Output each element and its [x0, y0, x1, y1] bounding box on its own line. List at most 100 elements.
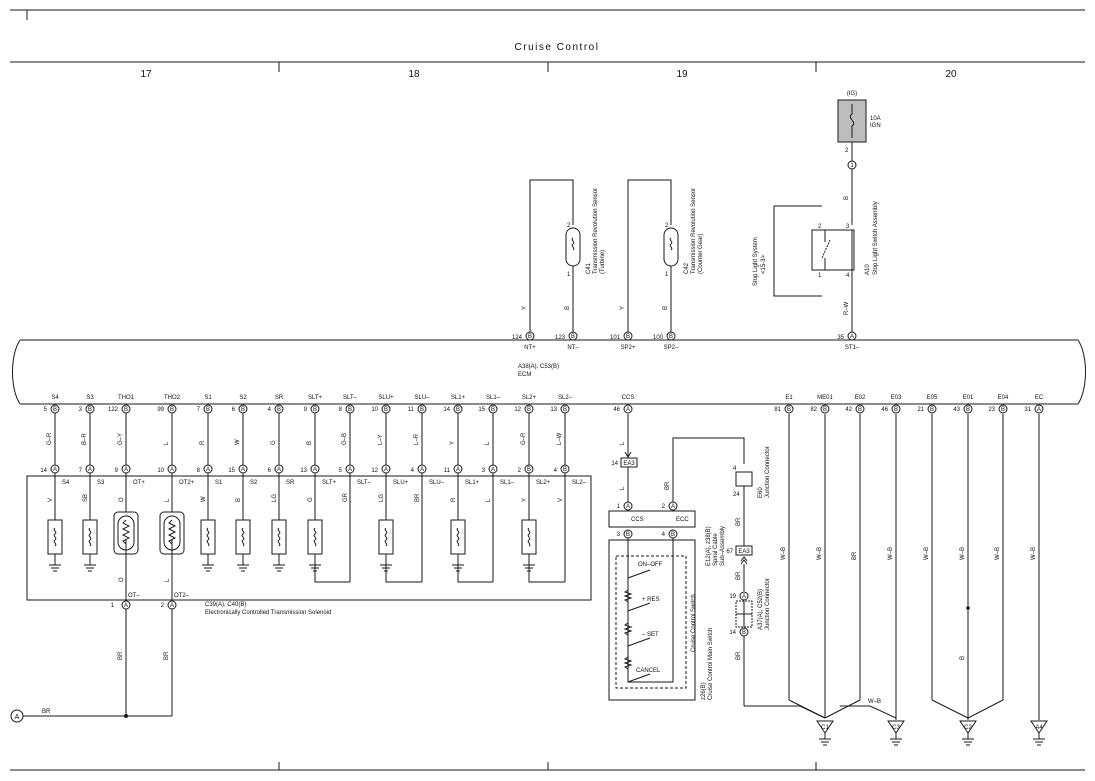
svg-text:A: A [124, 467, 128, 473]
solenoid-name: Electronically Controlled Transmission S… [205, 610, 331, 616]
svg-text:CANCEL: CANCEL [636, 668, 661, 674]
svg-text:GR: GR [343, 492, 349, 502]
ecm-pin-sp2-minus: 100 B SP2– [653, 331, 679, 351]
svg-text:4: 4 [554, 468, 558, 474]
svg-text:BR: BR [736, 651, 742, 660]
svg-text:31: 31 [1024, 407, 1031, 413]
svg-text:NT–: NT– [567, 345, 579, 351]
svg-text:2: 2 [518, 468, 522, 474]
svg-text:SLU+: SLU+ [393, 480, 409, 486]
svg-text:SLT–: SLT– [357, 480, 372, 486]
svg-text:A: A [491, 467, 495, 473]
svg-text:EA3: EA3 [623, 461, 635, 467]
ecm-pin-st1-minus: 35 A ST1– [837, 331, 860, 351]
svg-text:A: A [241, 467, 245, 473]
svg-text:OT2–: OT2– [174, 593, 190, 599]
page-title: Cruise Control [515, 42, 600, 53]
svg-text:SLT+: SLT+ [308, 395, 323, 401]
svg-text:W–B: W–B [888, 547, 894, 560]
svg-text:Transmission Revolution Sensor: Transmission Revolution Sensor [691, 188, 697, 274]
svg-text:SL1–: SL1– [500, 480, 515, 486]
svg-text:E02: E02 [855, 395, 866, 401]
linear-solenoid-1 [378, 519, 422, 583]
svg-text:3: 3 [846, 224, 850, 230]
svg-text:S1: S1 [204, 395, 212, 401]
svg-text:Stop Light Switch Assembly: Stop Light Switch Assembly [873, 201, 879, 275]
svg-text:B: B [491, 407, 495, 413]
svg-text:B: B [1001, 407, 1005, 413]
svg-text:A37(A), C52(B): A37(A), C52(B) [758, 589, 764, 630]
svg-text:CCS: CCS [631, 517, 644, 523]
svg-text:S4: S4 [62, 480, 70, 486]
svg-text:A: A [456, 467, 460, 473]
svg-text:B: B [307, 441, 313, 445]
svg-text:11: 11 [408, 407, 415, 413]
svg-text:B: B [626, 334, 630, 340]
svg-text:A: A [277, 467, 281, 473]
svg-text:L: L [620, 441, 626, 445]
svg-text:Transmission Revolution Sensor: Transmission Revolution Sensor [593, 188, 599, 274]
svg-text:101: 101 [610, 335, 621, 341]
grid-19: 19 [676, 69, 688, 80]
svg-text:L: L [165, 498, 171, 502]
svg-text:99: 99 [157, 407, 164, 413]
svg-text:9: 9 [115, 468, 119, 474]
svg-text:A: A [626, 504, 630, 510]
ground-c3: C3 [887, 720, 905, 746]
svg-text:A: A [53, 467, 57, 473]
svg-text:L: L [165, 578, 171, 582]
svg-text:82: 82 [810, 407, 817, 413]
svg-text:OT2+: OT2+ [179, 480, 195, 486]
svg-text:E12(A), z38(B): E12(A), z38(B) [706, 526, 712, 566]
svg-text:B: B [858, 407, 862, 413]
svg-text:z26(B): z26(B) [701, 682, 707, 700]
svg-text:L: L [485, 441, 491, 445]
svg-text:E01: E01 [963, 395, 974, 401]
sensor-c41: 2 1 C41 Transmission Revolution Sensor (… [522, 179, 606, 332]
svg-text:S3: S3 [97, 480, 105, 486]
svg-text:42: 42 [845, 407, 852, 413]
svg-text:B: B [456, 407, 460, 413]
svg-text:A: A [170, 467, 174, 473]
svg-text:SL2+: SL2+ [522, 395, 537, 401]
svg-text:B: B [960, 656, 966, 660]
svg-text:B: B [313, 407, 317, 413]
svg-text:W: W [201, 496, 207, 502]
ecm-box: A38(A), C53(B) ECM [12, 339, 1086, 405]
svg-text:G–B: G–B [342, 433, 348, 445]
svg-text:(IG): (IG) [847, 91, 857, 97]
svg-text:W–B: W–B [817, 547, 823, 560]
svg-text:9: 9 [304, 407, 308, 413]
fuse-ign: (IG) 10A IGN 2 1 B [837, 91, 881, 225]
svg-text:SLU–: SLU– [414, 395, 430, 401]
grid-17: 17 [140, 69, 152, 80]
svg-text:C1: C1 [821, 725, 829, 731]
svg-text:O: O [119, 577, 125, 582]
svg-text:15: 15 [228, 468, 235, 474]
svg-text:14: 14 [40, 468, 47, 474]
svg-text:46: 46 [881, 407, 888, 413]
svg-text:12: 12 [371, 468, 378, 474]
svg-text:B: B [53, 407, 57, 413]
svg-text:SLU–: SLU– [429, 480, 445, 486]
svg-text:BR: BR [736, 517, 742, 526]
svg-text:C41: C41 [586, 262, 592, 274]
svg-text:B: B [124, 407, 128, 413]
svg-text:THO1: THO1 [118, 395, 135, 401]
svg-text:B: B [787, 407, 791, 413]
svg-text:1: 1 [818, 273, 822, 279]
svg-text:SLU+: SLU+ [378, 395, 394, 401]
